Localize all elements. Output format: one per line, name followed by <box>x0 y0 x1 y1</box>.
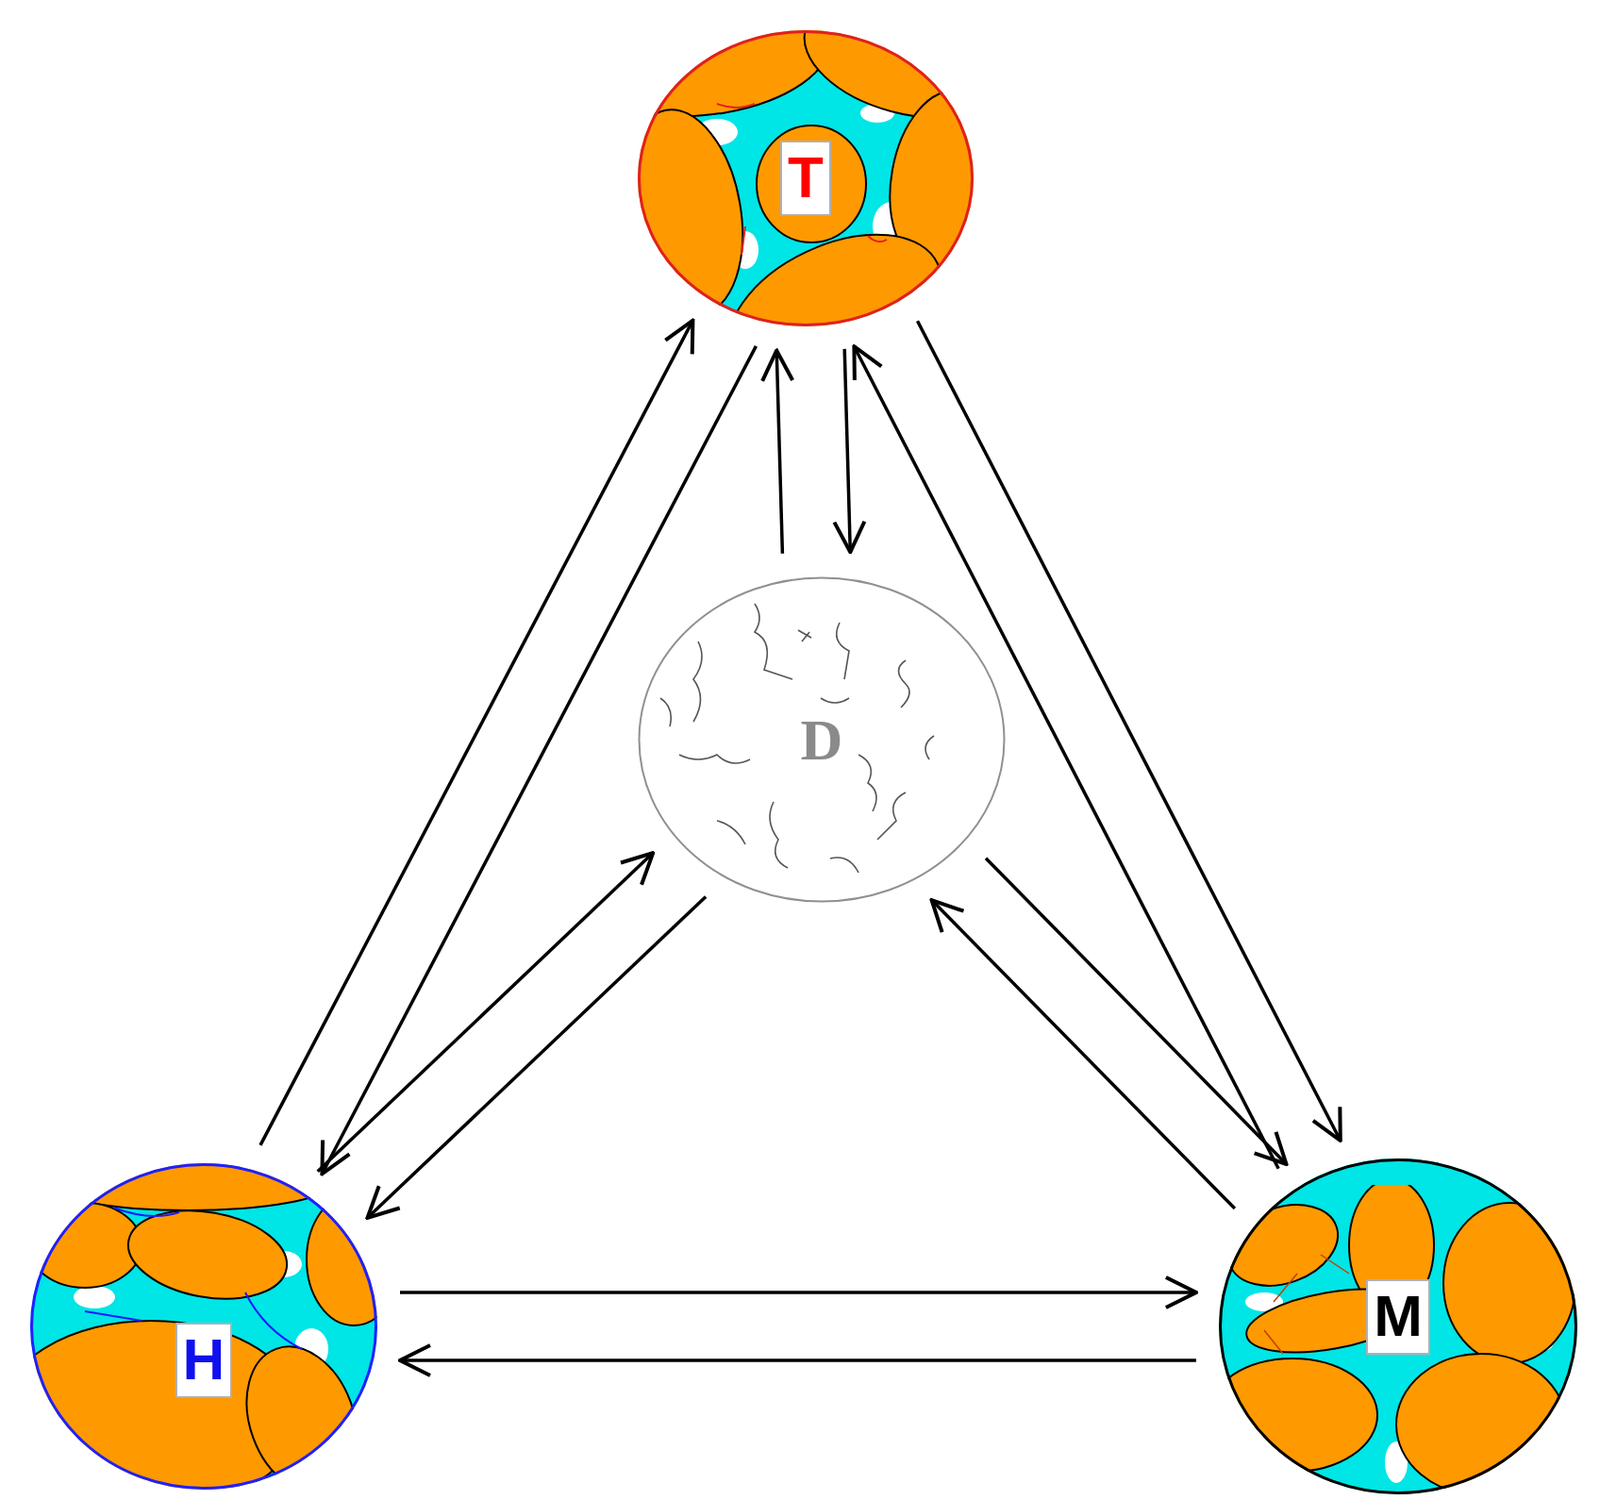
state-circle: T <box>637 30 974 327</box>
grain-pack <box>1207 1158 1585 1496</box>
state-letter: T <box>780 140 832 217</box>
transition-arrow <box>932 900 1235 1209</box>
grain-pack <box>0 1157 401 1500</box>
crack-pattern <box>660 603 934 873</box>
transition-arrow <box>776 350 783 554</box>
transition-arrow <box>985 858 1287 1165</box>
state-letter: D <box>800 710 844 769</box>
transition-arrow <box>367 896 707 1218</box>
state-circle: M <box>1218 1158 1578 1495</box>
state-circle: H <box>30 1163 378 1490</box>
transition-arrow <box>844 349 850 552</box>
transition-arrow <box>400 1290 1197 1295</box>
transition-arrow <box>317 852 654 1172</box>
transition-arrow <box>321 346 756 1174</box>
state-letter: M <box>1366 1279 1431 1355</box>
state-letter: H <box>175 1322 234 1399</box>
grain-pack <box>596 0 1021 419</box>
transition-arrow <box>400 1358 1197 1363</box>
transition-arrow <box>853 346 1279 1168</box>
state-circle: D <box>637 576 1006 903</box>
transition-arrow <box>917 320 1341 1141</box>
